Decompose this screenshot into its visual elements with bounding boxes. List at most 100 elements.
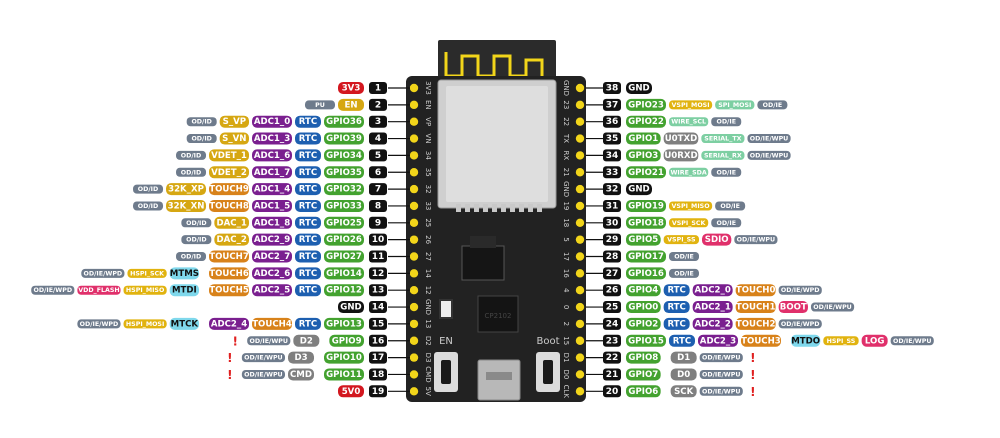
pin-number-badge — [603, 284, 621, 297]
silk-label-left: GND — [424, 299, 432, 315]
pin-function-label: MTDO — [791, 336, 820, 346]
pin-function-label: OD/IE/WPD — [781, 287, 820, 294]
pin-function-tag — [324, 183, 364, 196]
module-pad — [465, 204, 470, 212]
left-pin-row: 13GPIO12RTCADC2_5TOUCH5MTDIHSPI_MISOVDD_… — [31, 284, 410, 297]
pin-function-label: GPIO3 — [628, 151, 658, 161]
pin-function-tag — [701, 150, 745, 160]
pin-number: 29 — [606, 235, 619, 245]
pin-number-badge — [369, 385, 387, 398]
pin-number-badge — [603, 301, 621, 314]
header-pin — [575, 168, 585, 177]
pin-function-tag — [324, 351, 364, 364]
pin-function-tag — [329, 334, 364, 347]
pin-function-tag — [295, 115, 322, 128]
pin-function-tag — [699, 369, 743, 379]
pin-function-label: MTMS — [170, 269, 199, 279]
pin-function-label: CMD — [290, 370, 312, 380]
pin-function-label: OD/IE — [674, 270, 694, 277]
pin-function-label: OD/ID — [181, 169, 201, 176]
pin-function-tag — [77, 319, 121, 329]
pin-number-badge — [369, 301, 387, 314]
pin-function-label: PU — [315, 102, 325, 109]
pin-function-tag — [734, 235, 778, 245]
pin-function-label: VSPI_MISO — [672, 203, 711, 210]
chip-label: CP2102 — [485, 312, 512, 320]
pin-function-tag — [176, 150, 207, 160]
silk-label-right: 5 — [562, 237, 570, 241]
pin-function-tag — [626, 334, 666, 347]
pin-function-label: ADC2_3 — [700, 336, 736, 346]
pin-function-tag — [31, 285, 75, 295]
pin-function-label: TOUCH1 — [736, 303, 776, 313]
silk-label-left: 33 — [424, 201, 432, 210]
pin-number: 1 — [375, 84, 381, 94]
pin-function-label: ADC2_2 — [694, 319, 730, 329]
pin-number-badge — [369, 267, 387, 280]
pin-function-label: GPIO9 — [332, 336, 362, 346]
pin-function-label: GND — [340, 303, 361, 313]
silk-label-left: 12 — [424, 286, 432, 295]
pin-function-label: OD/IE/WPU — [250, 338, 289, 345]
pin-function-label: S_VP — [223, 117, 246, 127]
pin-function-tag — [626, 250, 666, 263]
pin-function-label: D2 — [300, 336, 313, 346]
silk-label-right: 15 — [562, 336, 570, 345]
silk-label-left: D2 — [424, 336, 432, 346]
pin-function-label: VSPI_MOSI — [672, 102, 710, 109]
pin-function-tag — [740, 334, 781, 347]
pin-function-tag — [169, 317, 200, 330]
pin-function-label: DAC_1 — [216, 218, 246, 228]
pin-function-label: GPIO15 — [628, 336, 664, 346]
pin-function-label: RTC — [299, 252, 317, 262]
warning-icon: ! — [232, 334, 237, 348]
pin-function-tag — [324, 115, 364, 128]
pin-function-label: GPIO5 — [628, 235, 658, 245]
pin-function-tag — [790, 334, 821, 347]
pin-function-tag — [133, 201, 164, 211]
pin-function-label: OD/ID — [186, 220, 206, 227]
silk-label-left: 32 — [424, 185, 432, 194]
pin-number: 8 — [375, 201, 381, 211]
module-pad — [474, 204, 479, 212]
pin-function-label: RTC — [299, 218, 317, 228]
pin-number: 22 — [606, 353, 619, 363]
pin-function-label: ADC2_9 — [254, 235, 290, 245]
pin-function-tag — [209, 166, 250, 179]
pin-function-label: OD/ID — [191, 119, 211, 126]
pin-function-label: GND — [628, 185, 649, 195]
silk-label-left: 13 — [424, 319, 432, 328]
silk-label-right: RX — [562, 151, 570, 161]
pin-number-badge — [603, 115, 621, 128]
pin-function-label: VDET_2 — [211, 168, 247, 178]
header-pin — [409, 134, 419, 143]
pin-number: 5 — [375, 151, 381, 161]
pin-function-label: SPI_MOSI — [718, 102, 751, 109]
pin-function-label: RTC — [299, 151, 317, 161]
pin-number-badge — [603, 132, 621, 145]
pin-number: 2 — [375, 100, 381, 110]
pin-function-tag — [181, 218, 212, 228]
pin-function-label: GPIO26 — [326, 235, 362, 245]
pin-number: 37 — [606, 100, 619, 110]
silk-label-right: 18 — [562, 218, 570, 227]
pin-function-tag — [252, 284, 293, 297]
pin-function-tag — [324, 233, 364, 246]
pin-function-tag — [626, 368, 661, 381]
pin-function-label: OD/IE/WPD — [33, 287, 72, 294]
pin-number: 17 — [372, 353, 385, 363]
pin-number-badge — [603, 166, 621, 179]
pin-function-tag — [305, 100, 335, 110]
silk-label-right: 2 — [562, 322, 570, 326]
header-pin — [409, 286, 419, 295]
regulator-tab — [470, 236, 496, 248]
pin-function-tag — [252, 233, 293, 246]
pin-function-label: HSPI_SS — [827, 338, 856, 345]
